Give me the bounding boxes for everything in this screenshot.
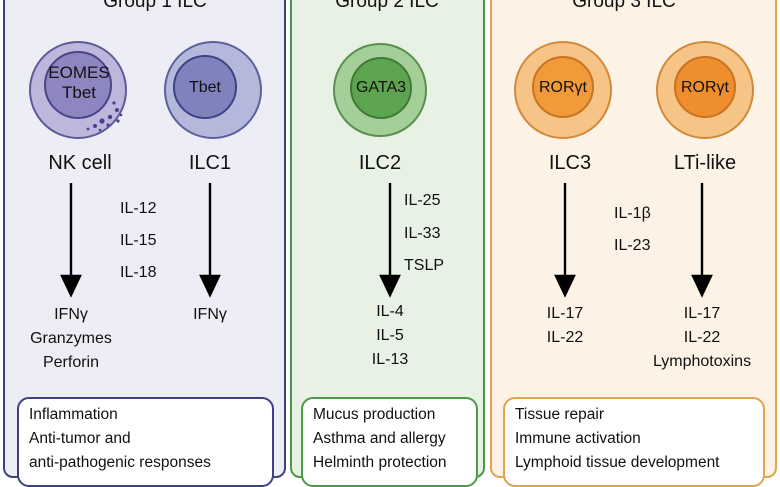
nk-factor-eomes: EOMES: [48, 63, 110, 82]
group2-inducer: IL-33: [404, 225, 441, 242]
lti-like-product: IL-17: [683, 305, 721, 322]
group3-title: Group 3 ILC: [572, 0, 676, 12]
ilc3-product: IL-22: [546, 329, 584, 346]
ilc2-product: IL-13: [371, 351, 409, 368]
nk-product: Perforin: [42, 354, 100, 371]
function-item: Tissue repair: [515, 406, 605, 423]
nk-product: Granzymes: [30, 330, 112, 347]
group3-inducer: IL-23: [614, 237, 651, 254]
ilc1-cell-icon: [164, 41, 262, 139]
function-item: Inflammation: [29, 406, 118, 423]
group2-title: Group 2 ILC: [335, 0, 439, 12]
group3-inducer: IL-1β: [614, 205, 651, 222]
function-item: Asthma and allergy: [313, 430, 446, 447]
ilc3-product: IL-17: [546, 305, 584, 322]
nk-cell-label: NK cell: [48, 152, 112, 174]
lti-like-product: IL-22: [683, 329, 721, 346]
function-item: anti-pathogenic responses: [29, 454, 211, 471]
group1-inducer: IL-12: [120, 200, 157, 217]
group2-functions-box: Mucus production Asthma and allergy Helm…: [301, 397, 478, 487]
function-item: Immune activation: [515, 430, 641, 447]
group2-inducer: IL-25: [404, 192, 441, 209]
arrow-lti-like: [691, 183, 713, 298]
ilc1-label: ILC1: [188, 152, 232, 174]
arrow-ilc1: [199, 183, 221, 298]
lti-like-factor-rorgt: RORγt: [681, 79, 729, 96]
group1-inducer: IL-18: [120, 264, 157, 281]
function-item: Anti-tumor and: [29, 430, 131, 447]
ilc1-product: IFNγ: [193, 306, 227, 323]
lti-like-label: LTi-like: [673, 152, 737, 174]
ilc2-product: IL-4: [376, 303, 404, 320]
ilc1-factor-tbet: Tbet: [188, 79, 221, 96]
arrow-nk-cell: [60, 183, 82, 298]
arrow-ilc3: [554, 183, 576, 298]
arrow-ilc2: [379, 183, 401, 298]
ilc2-product: IL-5: [376, 327, 404, 344]
lti-like-product: Lymphotoxins: [652, 353, 752, 370]
function-item: Lymphoid tissue development: [515, 454, 720, 471]
ilc2-cell-icon: [333, 43, 427, 137]
lti-like-cell-icon: [656, 41, 754, 139]
ilc2-factor-gata3: GATA3: [355, 79, 407, 96]
nk-product: IFNγ: [54, 306, 88, 323]
ilc2-label: ILC2: [358, 152, 402, 174]
nk-cell-icon: [29, 41, 127, 139]
ilc3-label: ILC3: [548, 152, 592, 174]
group1-inducer: IL-15: [120, 232, 157, 249]
function-item: Helminth protection: [313, 454, 447, 471]
group1-functions-box: Inflammation Anti-tumor and anti-pathoge…: [17, 397, 274, 487]
ilc3-factor-rorgt: RORγt: [539, 79, 587, 96]
group3-functions-box: Tissue repair Immune activation Lymphoid…: [503, 397, 765, 487]
function-item: Mucus production: [313, 406, 436, 423]
group2-inducer: TSLP: [404, 257, 445, 274]
nk-factor-tbet: Tbet: [61, 83, 97, 102]
group1-title: Group 1 ILC: [103, 0, 207, 12]
ilc3-cell-icon: [514, 41, 612, 139]
cells-and-arrows: [29, 41, 754, 298]
